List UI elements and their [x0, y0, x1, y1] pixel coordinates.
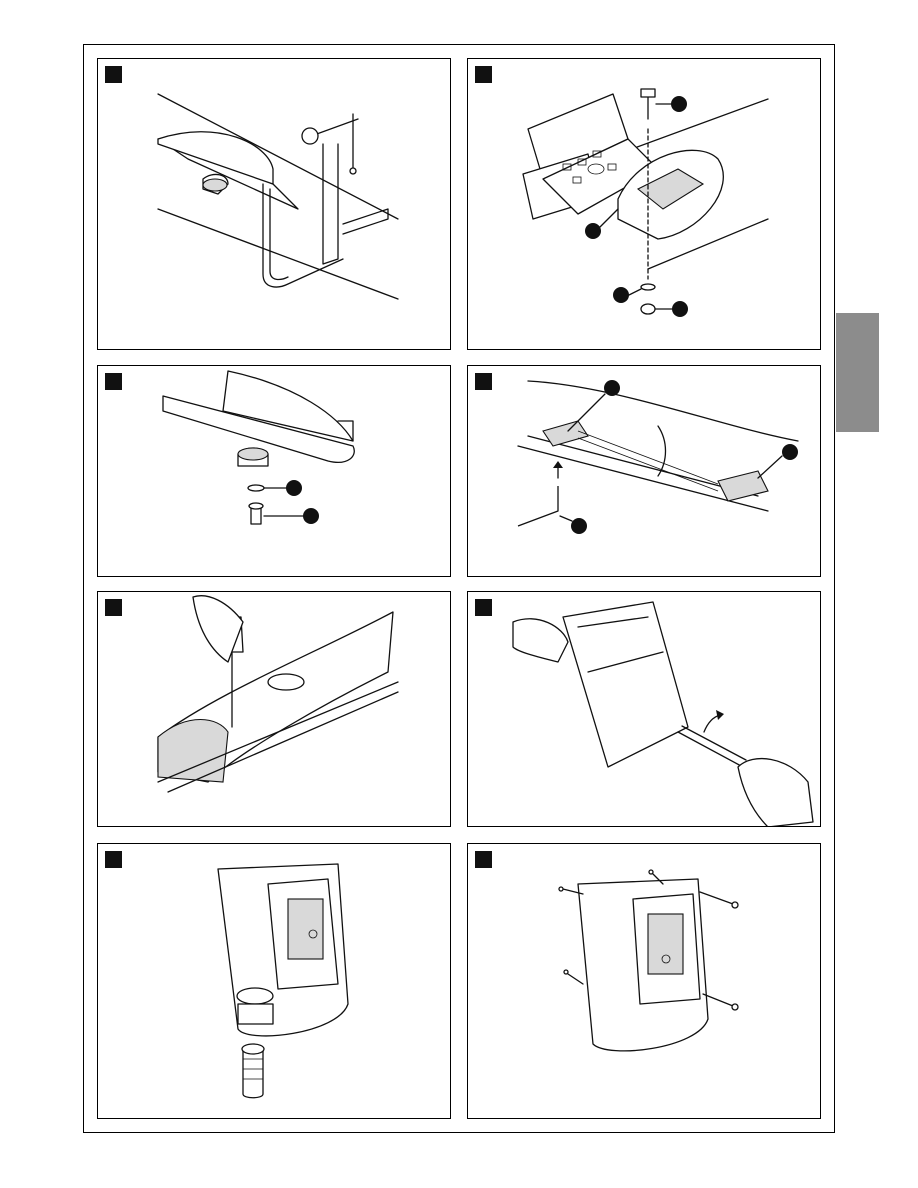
figure-3-marker: [105, 373, 122, 390]
figure-8-marker: [475, 851, 492, 868]
figure-6-marker: [475, 599, 492, 616]
figure-1-marker: [105, 66, 122, 83]
figure-2-marker: [475, 66, 492, 83]
arm-bolt-illustration: [98, 366, 451, 577]
screwdriver-illustration: [98, 592, 451, 827]
figure-7-marker: [105, 851, 122, 868]
section-tab: [836, 313, 879, 432]
figure-3: [97, 365, 451, 577]
arm-slider-illustration: [468, 366, 821, 577]
figure-4: [467, 365, 821, 577]
figure-8: [467, 843, 821, 1119]
cover-removal-illustration: [468, 592, 821, 827]
figure-5-marker: [105, 599, 122, 616]
motor-unit-gland-illustration: [98, 844, 451, 1119]
arm-clamp-illustration: [98, 59, 451, 350]
figure-6: [467, 591, 821, 827]
figure-1: [97, 58, 451, 350]
figure-2: [467, 58, 821, 350]
bracket-mounting-illustration: [468, 59, 821, 350]
motor-unit-screws-illustration: [468, 844, 821, 1119]
figure-7: [97, 843, 451, 1119]
figure-5: [97, 591, 451, 827]
figure-4-marker: [475, 373, 492, 390]
